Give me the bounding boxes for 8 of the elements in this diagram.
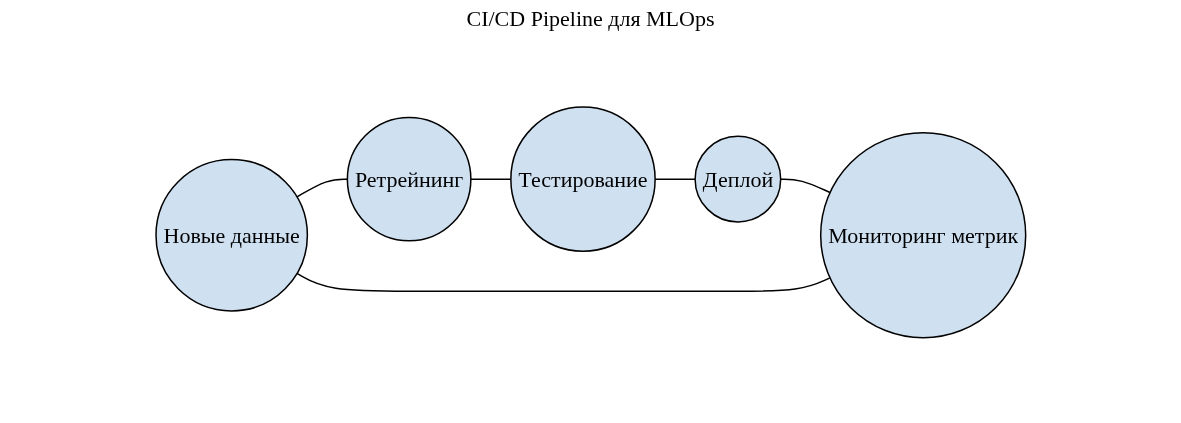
connector — [295, 272, 831, 292]
node-circle: Ретрейнинг — [346, 116, 472, 242]
node-circle: Новые данные — [154, 158, 308, 312]
node-circle: Мониторинг метрик — [819, 131, 1027, 339]
connector — [295, 178, 348, 198]
node-circle: Деплой — [694, 135, 782, 223]
diagram-title: CI/CD Pipeline для MLOps — [465, 6, 716, 32]
node-circle: Тестирование — [509, 105, 656, 252]
